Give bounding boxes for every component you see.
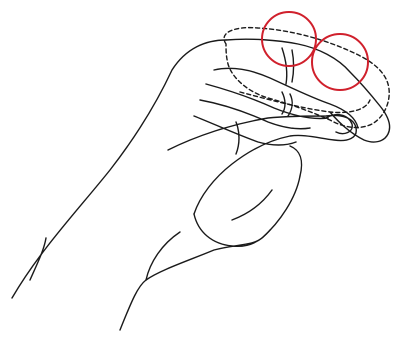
palm-inner-line: [232, 190, 272, 220]
palm-fold-outline: [194, 214, 270, 246]
thumb-outline: [168, 116, 356, 215]
highlight-circle: [262, 12, 316, 66]
palm-underside-outline: [146, 176, 300, 280]
pinky-side-outline: [290, 146, 302, 176]
heel-of-hand-outline: [146, 232, 180, 280]
hand-back-outline: [12, 40, 226, 298]
ring-finger-lower: [194, 116, 296, 145]
forearm-lower-outline: [120, 280, 146, 330]
thumb-crease: [236, 122, 239, 154]
middle-finger-lower: [206, 84, 328, 119]
